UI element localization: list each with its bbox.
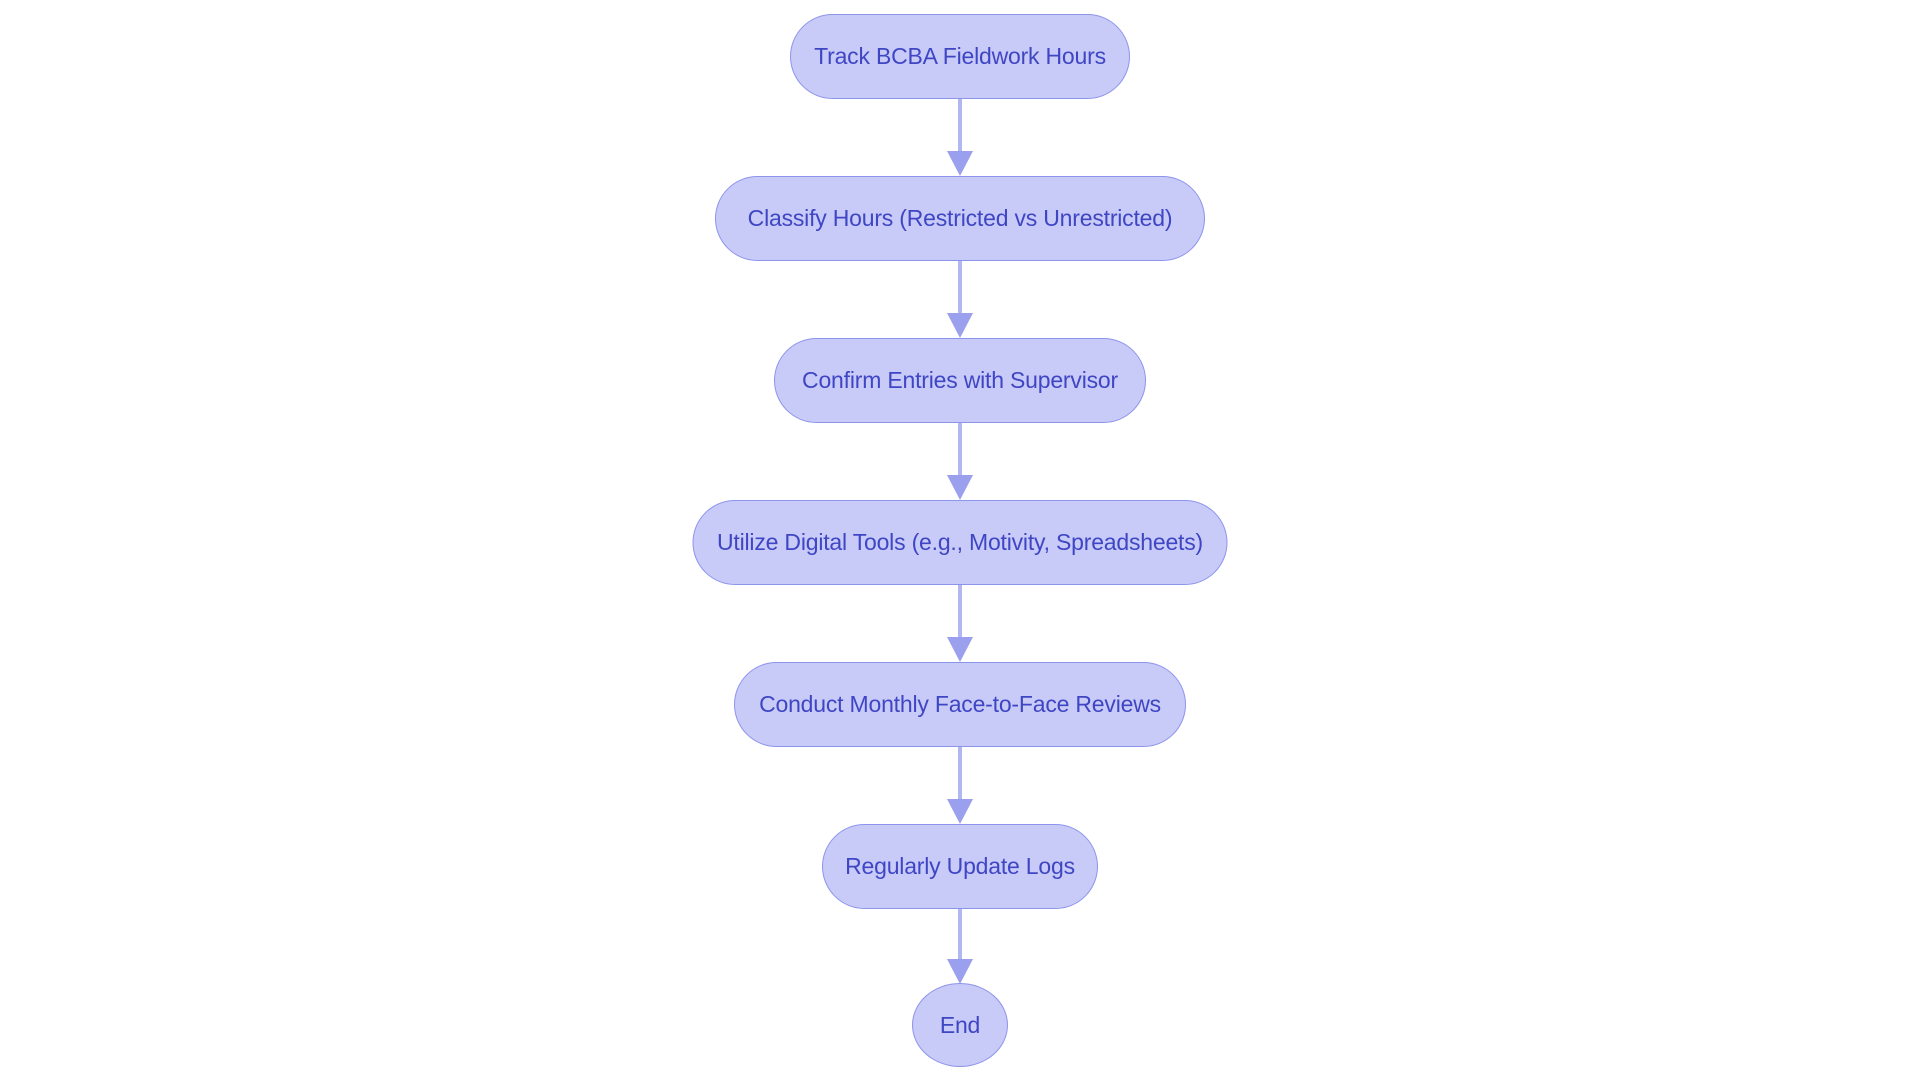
flow-node-confirm-entries: Confirm Entries with Supervisor — [774, 338, 1146, 423]
arrow-down-icon — [947, 475, 973, 500]
arrow-down-icon — [947, 959, 973, 984]
flow-connector-3 — [947, 423, 973, 500]
arrow-down-icon — [947, 313, 973, 338]
flow-node-label: Confirm Entries with Supervisor — [802, 367, 1118, 393]
flow-node-monthly-reviews: Conduct Monthly Face-to-Face Reviews — [734, 662, 1186, 747]
arrow-line — [958, 585, 962, 637]
arrow-down-icon — [947, 637, 973, 662]
arrow-line — [958, 261, 962, 313]
flow-connector-2 — [947, 261, 973, 338]
flow-connector-1 — [947, 99, 973, 176]
flow-connector-5 — [947, 747, 973, 824]
flow-node-end: End — [912, 983, 1008, 1067]
flow-node-label: Classify Hours (Restricted vs Unrestrict… — [747, 205, 1173, 231]
flow-node-label: Conduct Monthly Face-to-Face Reviews — [759, 691, 1161, 717]
flow-connector-4 — [947, 585, 973, 662]
arrow-line — [958, 747, 962, 799]
arrow-down-icon — [947, 151, 973, 176]
arrow-line — [958, 423, 962, 475]
arrow-down-icon — [947, 799, 973, 824]
flow-node-digital-tools: Utilize Digital Tools (e.g., Motivity, S… — [692, 500, 1228, 585]
flow-node-track-hours: Track BCBA Fieldwork Hours — [790, 14, 1130, 99]
flow-node-label: Track BCBA Fieldwork Hours — [814, 43, 1106, 69]
flow-node-label: End — [939, 1011, 981, 1038]
flow-node-label: Utilize Digital Tools (e.g., Motivity, S… — [717, 529, 1203, 555]
flow-node-classify-hours: Classify Hours (Restricted vs Unrestrict… — [715, 176, 1205, 261]
flow-node-update-logs: Regularly Update Logs — [822, 824, 1098, 909]
arrow-line — [958, 909, 962, 959]
arrow-line — [958, 99, 962, 151]
flow-connector-6 — [947, 909, 973, 984]
flow-node-label: Regularly Update Logs — [845, 853, 1075, 879]
